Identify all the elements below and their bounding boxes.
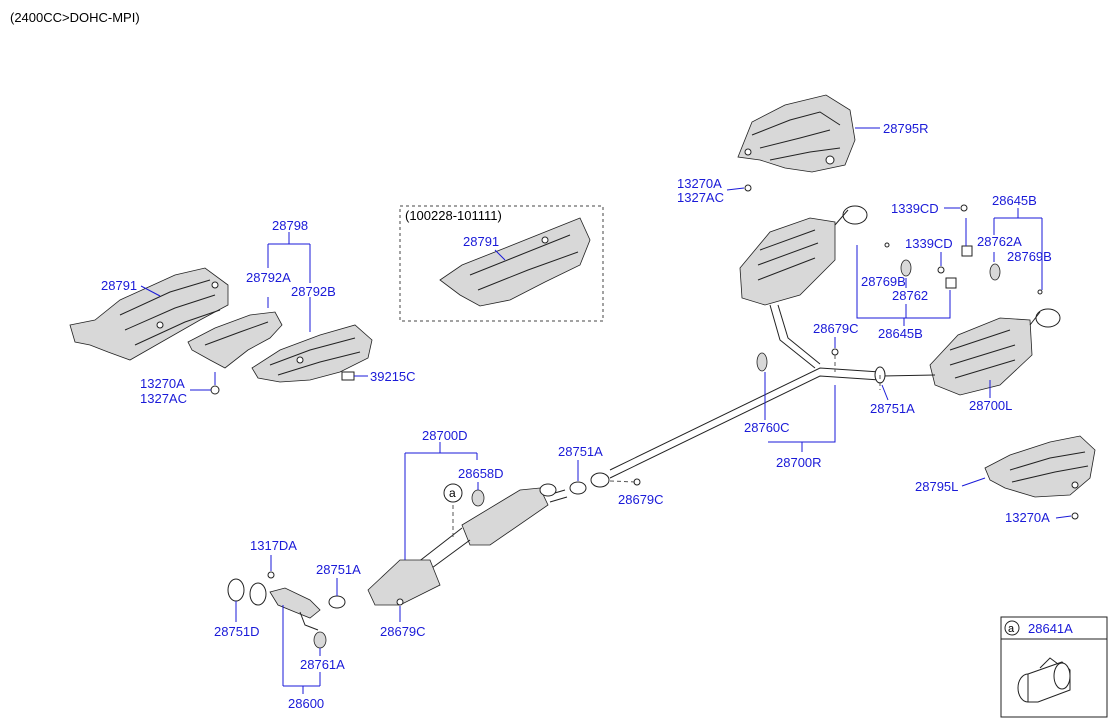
callout-box-letter: a: [1008, 623, 1015, 635]
clip-39215c: [341, 371, 355, 381]
label-28645b-bottom[interactable]: 28645B: [878, 326, 923, 341]
flange-mid: [590, 472, 610, 488]
inset-box: [399, 205, 604, 322]
label-28679c-right[interactable]: 28679C: [813, 321, 859, 336]
bracket-28645b-left: [945, 277, 957, 289]
flange-28751d: [249, 582, 267, 606]
label-28700r[interactable]: 28700R: [776, 455, 822, 470]
label-28641a[interactable]: 28641A: [1028, 621, 1073, 636]
nut-28679c-left: [396, 598, 404, 606]
y-pipe-right: [879, 374, 936, 377]
center-muffler-drawing: [367, 487, 568, 606]
label-28751d[interactable]: 28751D: [214, 624, 260, 639]
y-pipe-branch: [769, 304, 821, 369]
label-1339cd-b[interactable]: 1339CD: [905, 236, 953, 251]
bolt-1339cd-a: [960, 204, 968, 212]
label-13270a-right[interactable]: 13270A: [1005, 510, 1050, 525]
clamp-28641a-drawing: [1017, 657, 1071, 703]
label-28761a[interactable]: 28761A: [300, 657, 345, 672]
label-28795r[interactable]: 28795R: [883, 121, 929, 136]
label-28679c-left[interactable]: 28679C: [380, 624, 426, 639]
hanger-28762: [900, 259, 912, 277]
nut-1317da: [267, 571, 275, 579]
label-28762a[interactable]: 28762A: [977, 234, 1022, 249]
heat-protector-28792a-drawing: [187, 311, 283, 369]
label-28769b-right[interactable]: 28769B: [1007, 249, 1052, 264]
label-28760c[interactable]: 28760C: [744, 420, 790, 435]
gasket-28751a-mid: [569, 481, 587, 495]
label-28792a[interactable]: 28792A: [246, 270, 291, 285]
inset-date-range: (100228-101111): [405, 208, 502, 223]
label-1327ac-left[interactable]: 1327AC: [140, 391, 187, 406]
callout-a-letter: a: [449, 486, 456, 500]
label-13270a-top[interactable]: 13270A: [677, 176, 722, 191]
heat-protector-28791-inset-drawing: [439, 217, 591, 307]
label-28700d[interactable]: 28700D: [422, 428, 468, 443]
label-28762[interactable]: 28762: [892, 288, 928, 303]
label-13270a-left[interactable]: 13270A: [140, 376, 185, 391]
bolt-28769b-right: [1037, 289, 1043, 295]
nut-13270a-left: [210, 385, 220, 395]
label-28798[interactable]: 28798: [272, 218, 308, 233]
front-pipe-drawing: [269, 587, 321, 631]
nut-13270a-top: [744, 184, 752, 192]
label-28751a-mid[interactable]: 28751A: [558, 444, 603, 459]
hanger-28658d: [471, 489, 485, 507]
label-28658d[interactable]: 28658D: [458, 466, 504, 481]
rear-muffler-right-drawing: [929, 308, 1061, 396]
label-28751a-left[interactable]: 28751A: [316, 562, 361, 577]
hanger-28761a: [313, 631, 327, 649]
label-1317da[interactable]: 1317DA: [250, 538, 297, 553]
label-28791-left[interactable]: 28791: [101, 278, 137, 293]
gasket-28751d: [227, 578, 245, 602]
heat-protector-28795r-drawing: [737, 94, 856, 173]
label-28769b-left[interactable]: 28769B: [861, 274, 906, 289]
nut-13270a-right: [1071, 512, 1079, 520]
bolt-28769b-left: [884, 242, 890, 248]
center-pipe-28700r: [609, 367, 881, 479]
heat-protector-28795l-drawing: [984, 435, 1096, 498]
heat-protector-28792b-drawing: [251, 324, 373, 383]
label-28751a-right[interactable]: 28751A: [870, 401, 915, 416]
label-28700l[interactable]: 28700L: [969, 398, 1012, 413]
hanger-28762a: [989, 263, 1001, 281]
label-28791-inset[interactable]: 28791: [463, 234, 499, 249]
callout-a-marker[interactable]: a: [443, 483, 463, 503]
gasket-28751a-left: [328, 595, 346, 609]
label-1327ac-top[interactable]: 1327AC: [677, 190, 724, 205]
label-28600[interactable]: 28600: [288, 696, 324, 711]
heat-protector-28791-drawing: [69, 267, 229, 361]
label-39215c[interactable]: 39215C: [370, 369, 416, 384]
label-28679c-mid[interactable]: 28679C: [618, 492, 664, 507]
nut-1339cd-b: [937, 266, 945, 274]
bracket-28645b-right: [961, 245, 973, 257]
flange-center: [539, 483, 557, 497]
label-1339cd-a[interactable]: 1339CD: [891, 201, 939, 216]
hanger-28760c: [756, 352, 768, 372]
nut-28679c-right: [831, 348, 839, 356]
engine-spec-header: (2400CC>DOHC-MPI): [10, 10, 140, 25]
label-28795l[interactable]: 28795L: [915, 479, 958, 494]
callout-box-marker: [1004, 620, 1020, 636]
label-28792b[interactable]: 28792B: [291, 284, 336, 299]
label-28645b-top[interactable]: 28645B: [992, 193, 1037, 208]
rear-muffler-left-drawing: [739, 205, 868, 306]
